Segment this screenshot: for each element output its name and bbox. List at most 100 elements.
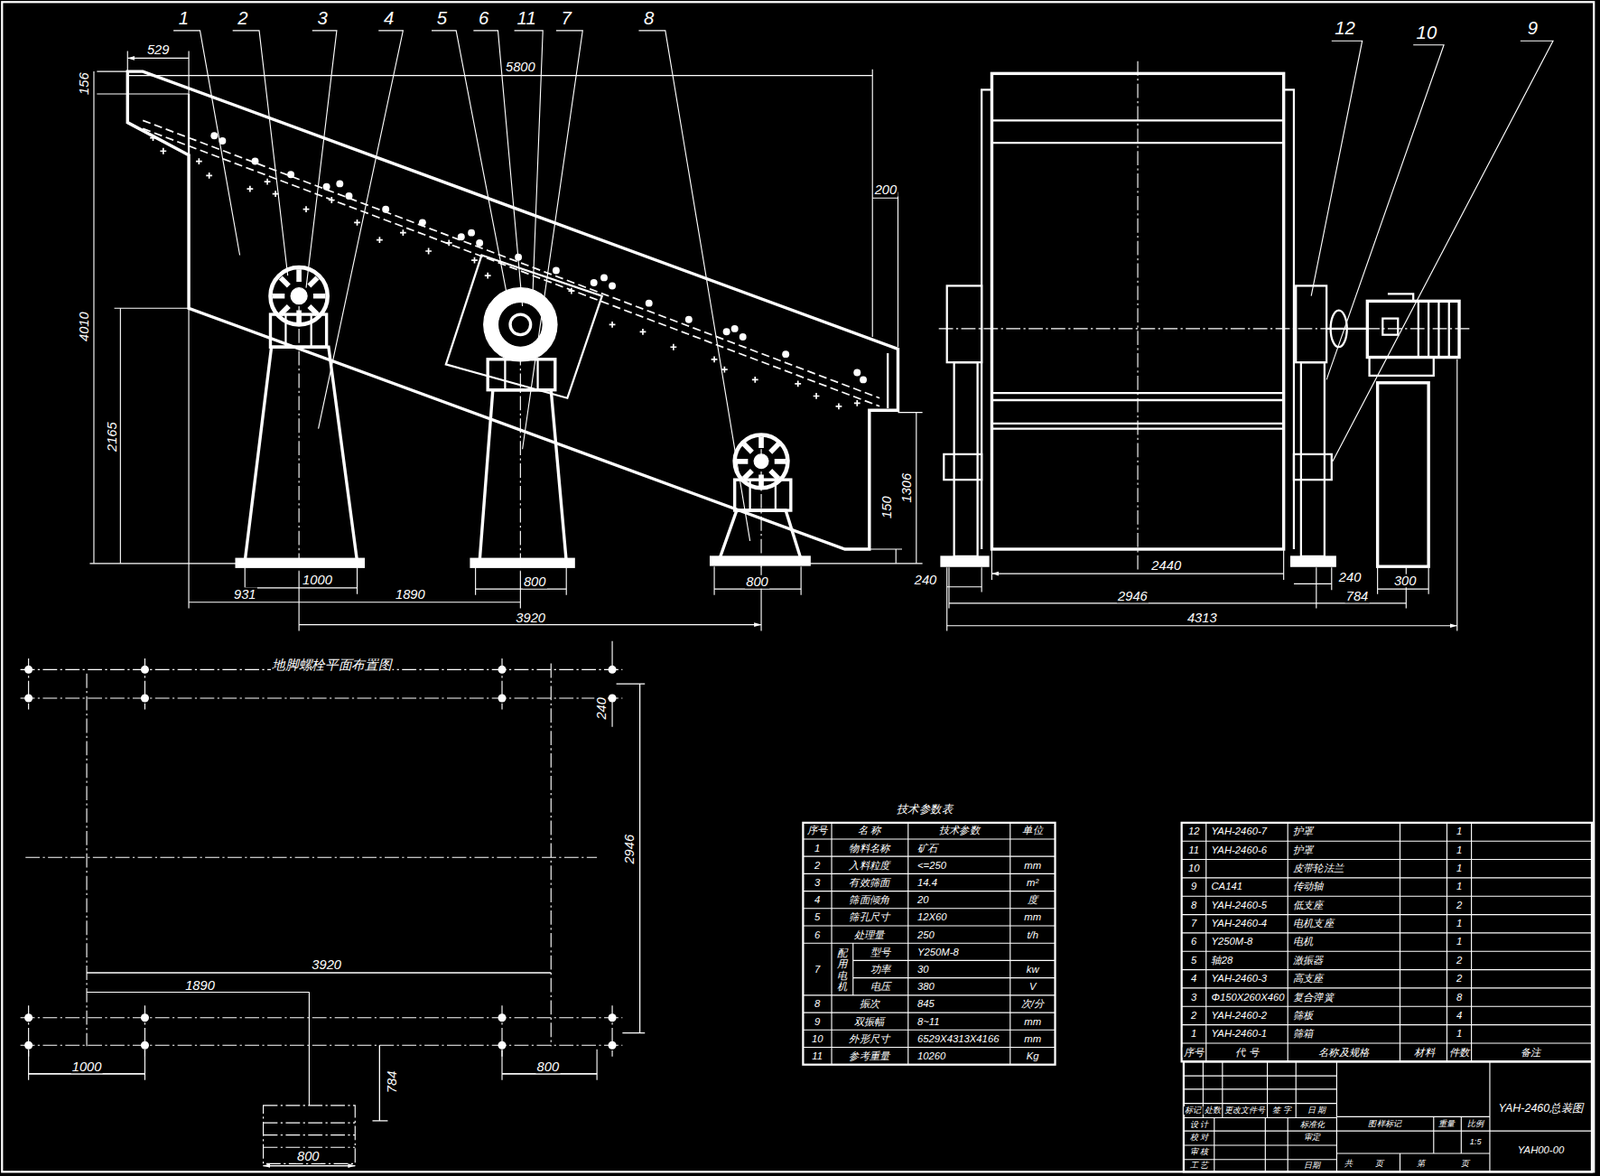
- table-cell: 8~11: [916, 1015, 941, 1026]
- foundation-plan: [263, 1122, 356, 1147]
- table-cell: 380: [916, 981, 936, 992]
- callout-number: 9: [1526, 18, 1540, 38]
- dimension-text: 2165: [105, 420, 120, 453]
- table-cell: 2: [813, 859, 822, 870]
- material-balls: [859, 375, 867, 383]
- material-balls: [781, 350, 790, 358]
- title-block-grid: [1183, 1060, 1592, 1172]
- parts-cell: 1: [1455, 881, 1464, 892]
- table-cell: 电压: [869, 981, 893, 992]
- parts-header: 名称及规格: [1317, 1046, 1371, 1057]
- dimension-text: 5800: [504, 59, 537, 74]
- title-block-text: 标记: [1183, 1106, 1202, 1115]
- table-cell: 8: [813, 998, 822, 1009]
- side-view: [1301, 362, 1325, 557]
- parts-cell: 高支座: [1292, 973, 1325, 984]
- table-cell: 度: [1026, 894, 1040, 905]
- anchor-bolts: [497, 1041, 506, 1050]
- callout-number: 1: [177, 9, 191, 28]
- leader-lines: [173, 30, 1554, 541]
- parts-cell: 电机支座: [1292, 918, 1335, 929]
- side-dimension-lines: [947, 359, 1458, 632]
- title-block-text: 图样标记: [1367, 1119, 1402, 1128]
- anchor-bolts: [24, 693, 33, 702]
- parts-cell: YAH-2460-3: [1209, 973, 1268, 984]
- exciters: [483, 288, 558, 362]
- table-cell: Kg: [1025, 1050, 1041, 1061]
- parts-cell: 1: [1455, 863, 1464, 874]
- material-balls: [457, 232, 466, 241]
- dimension-text: 1890: [184, 977, 216, 992]
- parts-cell: 传动轴: [1292, 881, 1325, 892]
- parts-cell: 激振器: [1292, 955, 1325, 966]
- pedestals: [479, 390, 567, 562]
- title-block-text: 签 字: [1271, 1106, 1293, 1115]
- table-header: 单位: [1021, 825, 1044, 836]
- dimension-text: 1890: [394, 586, 427, 601]
- screen-box: [127, 71, 898, 549]
- dimension-lines: [89, 51, 922, 632]
- parts-cell: 4: [1190, 973, 1199, 984]
- material-balls: [323, 183, 331, 191]
- table-cell: 7: [813, 963, 822, 974]
- material-balls: [608, 281, 616, 289]
- parts-cell: 护罩: [1292, 826, 1315, 837]
- anchor-bolts: [608, 1013, 617, 1022]
- dimension-text: 2440: [1150, 558, 1182, 573]
- parts-cell: 1: [1455, 936, 1464, 947]
- title-block-text: 工 艺: [1188, 1161, 1210, 1170]
- material-balls: [210, 131, 218, 140]
- parts-list-grid: [1181, 822, 1592, 1061]
- dimension-text: 300: [1393, 574, 1418, 588]
- parts-cell: 2: [1455, 955, 1464, 966]
- parts-cell: 8: [1455, 991, 1464, 1002]
- table-cell: 845: [916, 998, 936, 1009]
- table-cell: 入料粒度: [847, 859, 891, 870]
- table-title: 技术参数表: [895, 803, 954, 815]
- parts-list-grid: [1181, 822, 1592, 1061]
- pedestals: [719, 510, 801, 559]
- plan-dimension-lines: [28, 683, 646, 1121]
- parts-cell: 2: [1190, 1010, 1199, 1021]
- title-block-text: 重量: [1437, 1119, 1456, 1128]
- table-cell: 12X60: [916, 911, 949, 922]
- side-view: [1369, 357, 1434, 376]
- pedestals: [711, 557, 810, 565]
- exciters: [290, 288, 307, 305]
- parts-header: 序号: [1182, 1046, 1206, 1057]
- parts-cell: 7: [1190, 918, 1199, 929]
- side-center-lines: [939, 61, 1470, 572]
- title-block-text: 标准化: [1299, 1119, 1326, 1128]
- dimension-text: 240: [594, 696, 608, 721]
- drawing-number: YAH00-00: [1516, 1144, 1566, 1155]
- parts-cell: 复合弹簧: [1292, 991, 1335, 1002]
- dimension-text: 529: [146, 43, 171, 57]
- exciters: [736, 437, 786, 486]
- parts-cell: 1: [1455, 845, 1464, 856]
- parts-cell: 1: [1455, 1028, 1464, 1039]
- title-block-text: 第: [1414, 1159, 1425, 1168]
- side-center-lines: [939, 61, 1470, 572]
- anchor-bolts: [497, 1013, 506, 1022]
- table-cell: 振次: [857, 998, 881, 1009]
- material-balls: [475, 239, 484, 247]
- side-view: [1295, 285, 1327, 363]
- dimension-text: 784: [385, 1069, 400, 1095]
- side-view: [1292, 557, 1335, 566]
- material-balls: [381, 205, 390, 214]
- dimension-text: 784: [1345, 589, 1370, 604]
- title-block-text: 比例: [1466, 1119, 1485, 1128]
- material-balls: [731, 325, 739, 333]
- parts-header: 备注: [1519, 1046, 1543, 1057]
- parts-cell: 轴28: [1209, 955, 1234, 966]
- material-balls: [600, 273, 608, 281]
- table-header: 名 称: [856, 825, 883, 836]
- table-cell: mm: [1023, 859, 1042, 870]
- exciters: [753, 454, 769, 469]
- table-cell: 10260: [916, 1050, 948, 1061]
- table-cell: Y250M-8: [916, 946, 960, 957]
- dimension-text: 2946: [623, 833, 637, 866]
- parts-list-grid: [1181, 822, 1592, 1061]
- table-cell: 250: [916, 929, 936, 940]
